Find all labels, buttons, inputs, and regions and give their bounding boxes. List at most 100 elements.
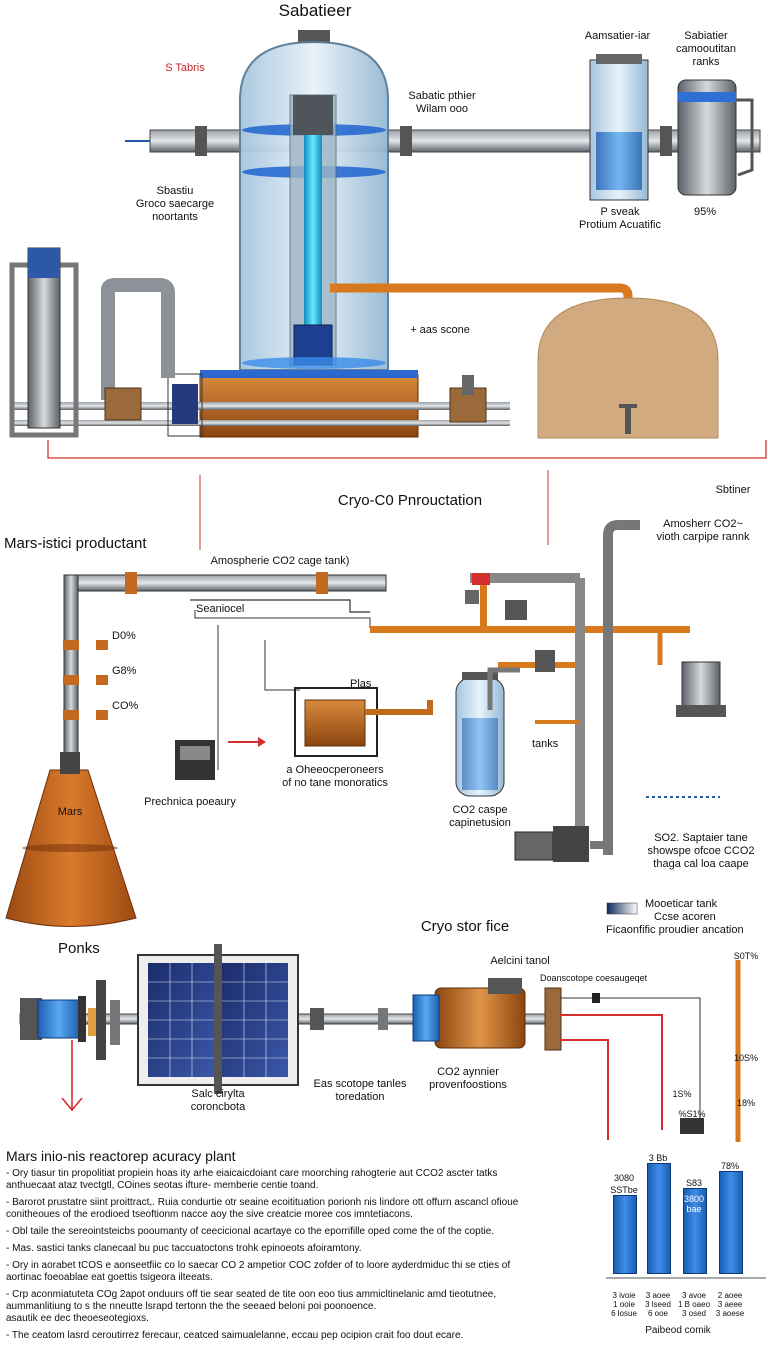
instrument-stack (96, 980, 106, 1060)
panel-post (214, 944, 222, 1094)
left-compressor-coil (37, 999, 81, 1039)
storage-cylinder-band (678, 92, 736, 102)
gauge-valve (63, 640, 79, 650)
small-valve (378, 1008, 388, 1030)
section2-label-mars: Mars (57, 806, 83, 818)
dome-post (625, 404, 631, 434)
section2-label-tr: Amosherr CO2~ vioth carpipe rannk (656, 518, 750, 543)
red-connector (560, 1039, 609, 1140)
section2-label-prechnica: Prechnica poeaury (144, 796, 236, 808)
section3-label-aelcini: Aelcini tanol (490, 955, 550, 967)
section4-title: Mars inio-nis reactorep acuracy plant (6, 1148, 236, 1164)
reactor-top-block (293, 95, 333, 135)
small-valve (680, 1118, 704, 1134)
orange-process-pipe (370, 626, 690, 633)
section2-label-tr-small: Sbtiner (715, 484, 751, 496)
instrument-stack (88, 1008, 96, 1036)
section1-label-left: Sbastiu Groco saecarge noortants (135, 185, 215, 223)
scale-label-mid4: %S1% (678, 1109, 706, 1119)
bullet-item: - Ory in aorabet tCOS e aonseetfiic co l… (6, 1260, 511, 1283)
section1-label-mid: + aas scone (410, 324, 470, 336)
pipe-joint (316, 572, 328, 594)
scale-label-mid1: 10S% (733, 1053, 759, 1063)
red-valve (472, 573, 490, 585)
copper-reactor (304, 699, 366, 747)
thin-wire (560, 997, 701, 1118)
section1-title: Sabatieer (278, 1, 352, 20)
section-cryo-production (5, 470, 726, 927)
section3-label-demo: Doanscotope coesaugeqet (540, 973, 648, 983)
chart-bar-value-label: SSTbe (610, 1185, 638, 1195)
valve-cluster (505, 600, 527, 620)
reactor-core-column (304, 130, 322, 360)
co2-capture-lid (462, 672, 498, 680)
gauge-dial (96, 710, 108, 720)
section2-label-co2cape: CO2 caspe capinetusion (449, 804, 511, 829)
orange-pipe (330, 283, 633, 305)
dark-pipe (487, 667, 520, 710)
bullet-item: - Mas. sastici tanks clanecaal bu puc ta… (6, 1243, 362, 1254)
bullet-item: - The ceatom lasrd ceroutirrez ferecaur,… (6, 1330, 464, 1341)
gauge-label-1: D0% (112, 630, 136, 642)
gauge-valve (63, 710, 79, 720)
section-cryo-storage (19, 902, 741, 1142)
small-valve (310, 1008, 324, 1030)
legend-swatch (606, 902, 638, 915)
section-sabatier (9, 30, 767, 459)
bullet-item: - Obl taile the sereointsteicbs pooumant… (6, 1226, 495, 1237)
wiring (194, 610, 371, 628)
u-pipe (101, 278, 175, 400)
wiring (264, 640, 300, 691)
base-frame (167, 373, 203, 437)
bullet-item: - Ory tiasur tin propolitiat propiein ho… (6, 1168, 498, 1191)
chart-bar (719, 1171, 743, 1274)
tank-pipe (736, 98, 754, 177)
reactor-base-water (242, 357, 386, 369)
reactor-base-rim (200, 370, 418, 378)
pipe-flange (660, 126, 672, 156)
section2-label-oheso: a Oheeocperoneers of no tane monoratics (282, 764, 388, 789)
section2-label-pipe: Amospherie CO2 cage tank) (210, 555, 350, 567)
chart-bar-value-label: 3 Bb (648, 1153, 668, 1163)
chart-bar-caption: 3 avoe 1 B oaeo 3 osed (677, 1291, 711, 1318)
chart-bar (647, 1163, 671, 1274)
pipe-flange (400, 126, 412, 156)
storage-vessel-end (544, 987, 562, 1051)
bullet-item: - Crp aconmiatuteta COg 2apot onduurs of… (6, 1289, 497, 1324)
valve-cluster (535, 650, 555, 672)
bottom-pump-motor (553, 826, 589, 862)
section3-label-co2: CO2 aynnier provenfoostions (429, 1066, 507, 1091)
red-drop-arrow (61, 1097, 83, 1112)
vertical-pipe-left (63, 574, 79, 756)
section1-label-tr2: Sabiatier camooutitan ranks (676, 30, 736, 68)
legend-line-2: Ccse acoren (654, 911, 716, 923)
legend-line-1: Mooeticar tank (645, 898, 718, 910)
chart-bar-top-label: 3080 (613, 1173, 635, 1183)
dome-post-top (619, 404, 637, 408)
section1-label-tr1: Aamsatier-iar (584, 30, 651, 42)
left-tower-top (28, 248, 60, 278)
co2-capture-liquid (462, 718, 498, 790)
blue-coil (172, 384, 198, 424)
section2-label-tanks: tanks (532, 738, 559, 750)
glass-tank-water (596, 132, 642, 190)
pump-vertical (462, 375, 474, 395)
left-compressor-flange (78, 996, 86, 1042)
storage-cylinder (677, 79, 737, 196)
chart-bar-value-label: S83 (685, 1178, 702, 1188)
control-screen (180, 746, 210, 760)
red-connector (47, 440, 767, 459)
canister-base (676, 705, 726, 717)
small-valve (592, 993, 600, 1003)
chart-bar-caption: 3 aoee 3 lseed 6 ooe (645, 1291, 671, 1318)
chart-bar-value-label: 78% (720, 1161, 739, 1171)
section1-label-tank-bottom: P sveak Protium Acuatific (579, 206, 661, 231)
section3-label-left: Ponks (58, 940, 100, 957)
pipe-joint (125, 572, 137, 594)
reactor-cap (298, 30, 330, 44)
bottom-pump (514, 831, 554, 861)
storage-vessel-collar (488, 978, 522, 994)
chart-bar-sub-label: 3800 bae (683, 1194, 705, 1214)
